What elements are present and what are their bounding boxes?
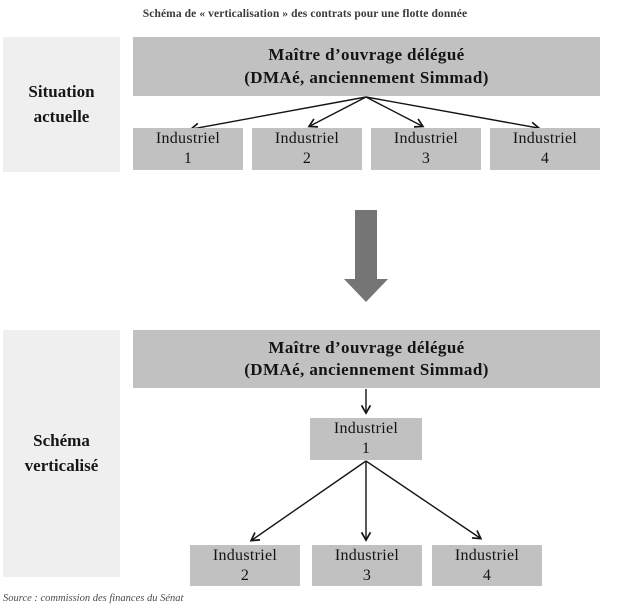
industriel-name: Industriel — [212, 546, 278, 564]
industriel-name: Industriel — [155, 130, 221, 147]
verticalised-contracts-arrows — [249, 389, 483, 542]
dmae-box-line2: (DMAé, anciennement Simmad) — [244, 360, 489, 379]
industriel-number: 4 — [540, 150, 550, 167]
industriel-2-box-subcontractor: Industriel 2 — [190, 545, 300, 586]
source-caption: Source : commission des finances du Séna… — [3, 593, 184, 604]
industriel-4-box-current: Industriel 4 — [490, 128, 600, 170]
industriel-name: Industriel — [454, 546, 520, 564]
transition-down-arrow-icon — [344, 210, 388, 302]
industriel-2-box-current: Industriel 2 — [252, 128, 362, 170]
section-label-situation-actuelle: Situation actuelle — [3, 37, 120, 172]
industriel-4-box-subcontractor: Industriel 4 — [432, 545, 542, 586]
industriel-number: 2 — [240, 566, 250, 584]
industriel-number: 3 — [362, 566, 372, 584]
industriel-name: Industriel — [333, 420, 399, 437]
industriel-number: 1 — [361, 440, 371, 457]
dmae-box-verticalised: Maître d’ouvrage délégué (DMAé, ancienne… — [133, 330, 600, 388]
industriel-number: 1 — [183, 150, 193, 167]
industriel-number: 4 — [482, 566, 492, 584]
industriel-1-box-prime-contractor: Industriel 1 — [310, 418, 422, 460]
industriel-3-box-current: Industriel 3 — [371, 128, 481, 170]
industriel-1-box-current: Industriel 1 — [133, 128, 243, 170]
industriel-name: Industriel — [334, 546, 400, 564]
industriel-number: 3 — [421, 150, 431, 167]
figure-title: Schéma de « verticalisation » des contra… — [142, 8, 468, 20]
section-label-schema-verticalise: Schéma verticalisé — [3, 330, 120, 577]
dmae-box-line1: Maître d’ouvrage délégué — [268, 45, 465, 65]
current-contracts-fan-arrows — [189, 96, 541, 133]
dmae-box-line1: Maître d’ouvrage délégué — [268, 337, 465, 357]
industriel-3-box-subcontractor: Industriel 3 — [312, 545, 422, 586]
industriel-name: Industriel — [274, 130, 340, 147]
dmae-box-current: Maître d’ouvrage délégué (DMAé, ancienne… — [133, 37, 600, 96]
industriel-name: Industriel — [512, 130, 578, 147]
industriel-number: 2 — [302, 150, 312, 167]
dmae-box-line2: (DMAé, anciennement Simmad) — [244, 67, 489, 87]
industriel-name: Industriel — [393, 130, 459, 147]
